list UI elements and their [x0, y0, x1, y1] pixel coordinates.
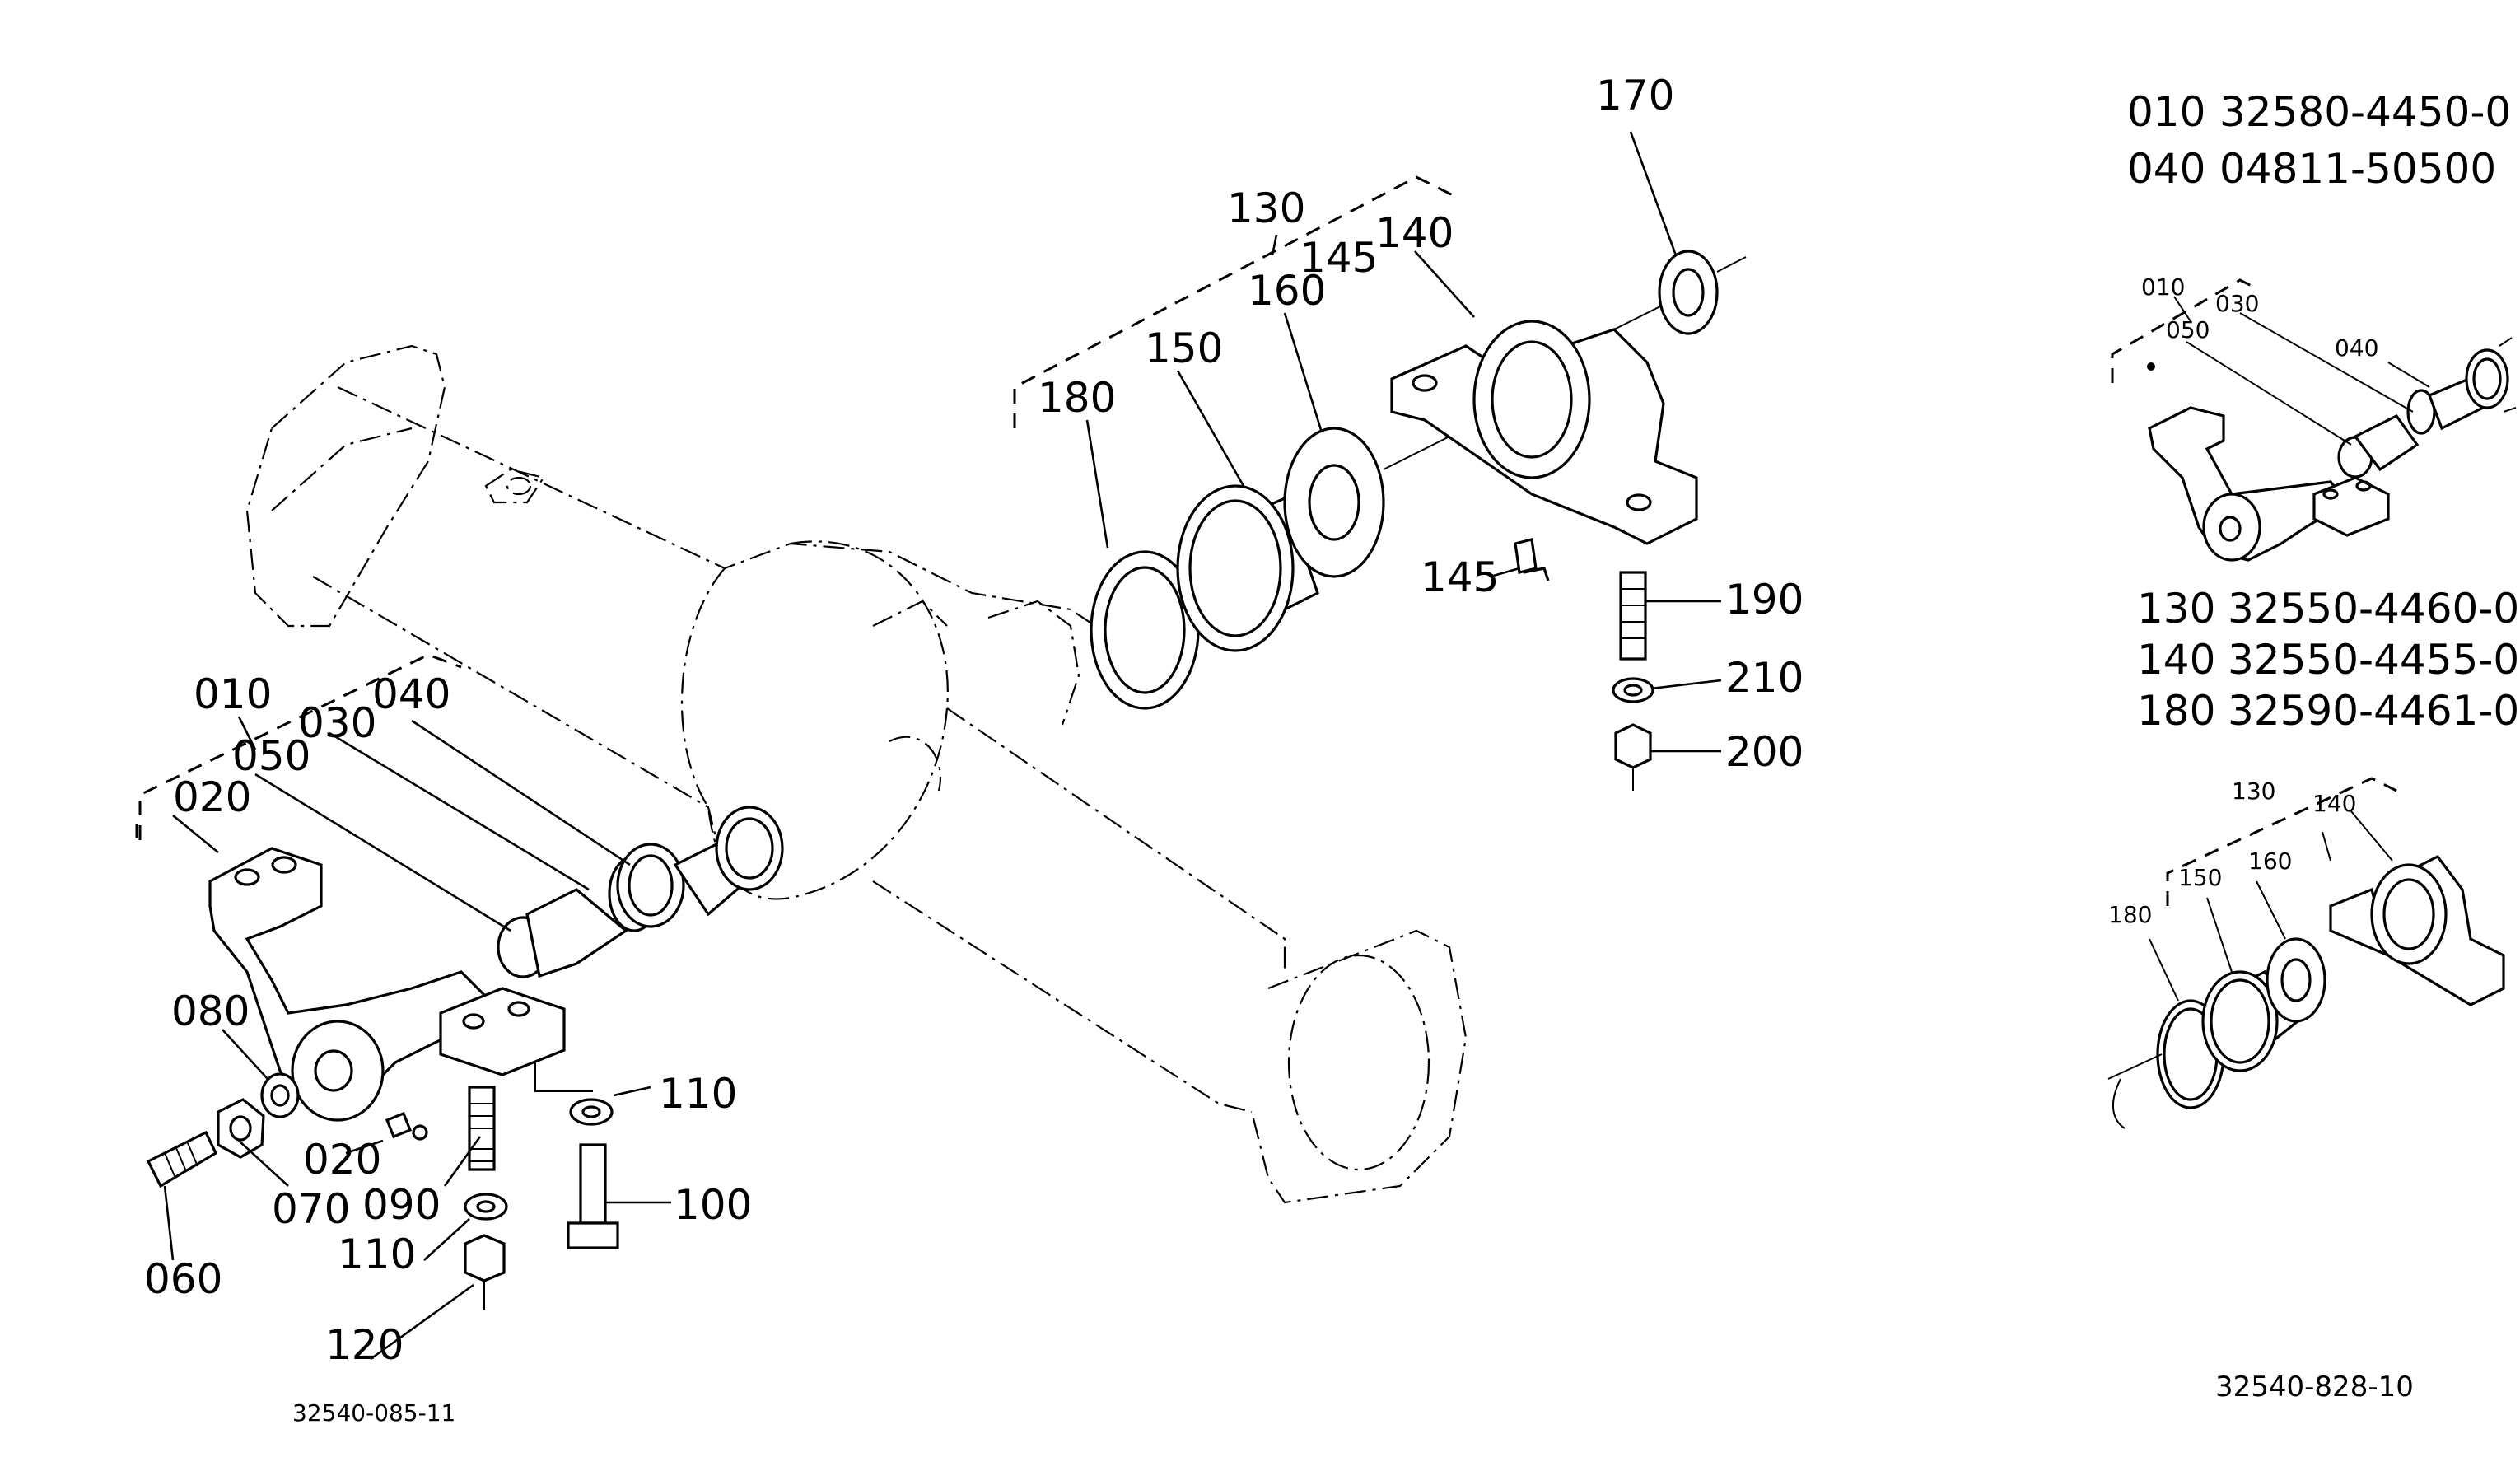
callout-060: 060	[144, 1255, 222, 1303]
axle-housing	[245, 344, 1468, 1204]
callout-090: 090	[362, 1181, 441, 1229]
callout-110-right: 110	[659, 1070, 737, 1118]
callout-labels: 170 130 145 140 160 150 180 145 190 210 …	[144, 72, 1804, 1369]
pn-ref: 180	[2137, 687, 2215, 735]
callout-010: 010	[194, 670, 272, 718]
inset-bearing-detail: 180 150 160 130 140	[2107, 777, 2505, 1129]
inset2-callout-140: 140	[2312, 790, 2356, 817]
part-number-list-top: 010 32580-4450-0 040 04811-50500	[2127, 88, 2511, 193]
pn-ref: 010	[2127, 88, 2205, 136]
callout-040: 040	[372, 670, 450, 718]
callout-145-lower: 145	[1421, 553, 1499, 601]
inset1-callout-040: 040	[2335, 334, 2378, 362]
pn-number: 32580-4450-0	[2219, 88, 2511, 136]
callout-180: 180	[1038, 374, 1116, 422]
callout-160: 160	[1248, 267, 1326, 315]
inset1-callout-050: 050	[2166, 316, 2210, 343]
callout-030: 030	[298, 699, 376, 747]
callout-110-lower: 110	[338, 1231, 416, 1278]
inset2-callout-150: 150	[2178, 864, 2222, 891]
callout-140: 140	[1375, 209, 1454, 257]
callout-200: 200	[1725, 728, 1804, 776]
callout-130: 130	[1227, 184, 1305, 232]
callout-070: 070	[272, 1185, 350, 1233]
callout-170: 170	[1596, 72, 1674, 119]
pn-number: 32590-4461-0	[2228, 687, 2519, 735]
pn-ref: 040	[2127, 145, 2205, 193]
pillow-block-assembly	[1013, 175, 1747, 791]
inset1-callout-030: 030	[2215, 290, 2259, 317]
callout-020-upper: 020	[173, 773, 251, 821]
callout-050: 050	[232, 732, 310, 780]
leader-lines	[163, 131, 1722, 1361]
drawing-code-right: 32540-828-10	[2215, 1371, 2414, 1403]
callout-100: 100	[674, 1181, 752, 1229]
left-bracket-assembly	[135, 653, 784, 1310]
callout-190: 190	[1725, 576, 1804, 623]
drawing-code-left: 32540-085-11	[292, 1399, 455, 1427]
pn-number: 32550-4460-0	[2228, 585, 2519, 633]
inset2-callout-180: 180	[2108, 901, 2152, 928]
dot-marker-icon	[2147, 362, 2155, 371]
callout-210: 210	[1725, 654, 1804, 702]
pn-ref: 140	[2137, 636, 2215, 684]
part-number-list-mid: 130 32550-4460-0 140 32550-4455-0 180 32…	[2137, 585, 2519, 735]
callout-145-upper: 145	[1300, 234, 1378, 282]
callout-120: 120	[325, 1321, 404, 1369]
pn-number: 04811-50500	[2219, 145, 2496, 193]
inset2-callout-130: 130	[2232, 778, 2275, 805]
inset-bracket-detail: 010 030 050 040	[2111, 273, 2517, 562]
inset1-callout-010: 010	[2141, 273, 2185, 301]
callout-020-lower: 020	[303, 1136, 381, 1184]
pn-number: 32550-4455-0	[2228, 636, 2519, 684]
callout-150: 150	[1145, 325, 1223, 372]
callout-080: 080	[171, 988, 250, 1035]
pn-ref: 130	[2137, 585, 2215, 633]
inset2-callout-160: 160	[2248, 848, 2292, 875]
